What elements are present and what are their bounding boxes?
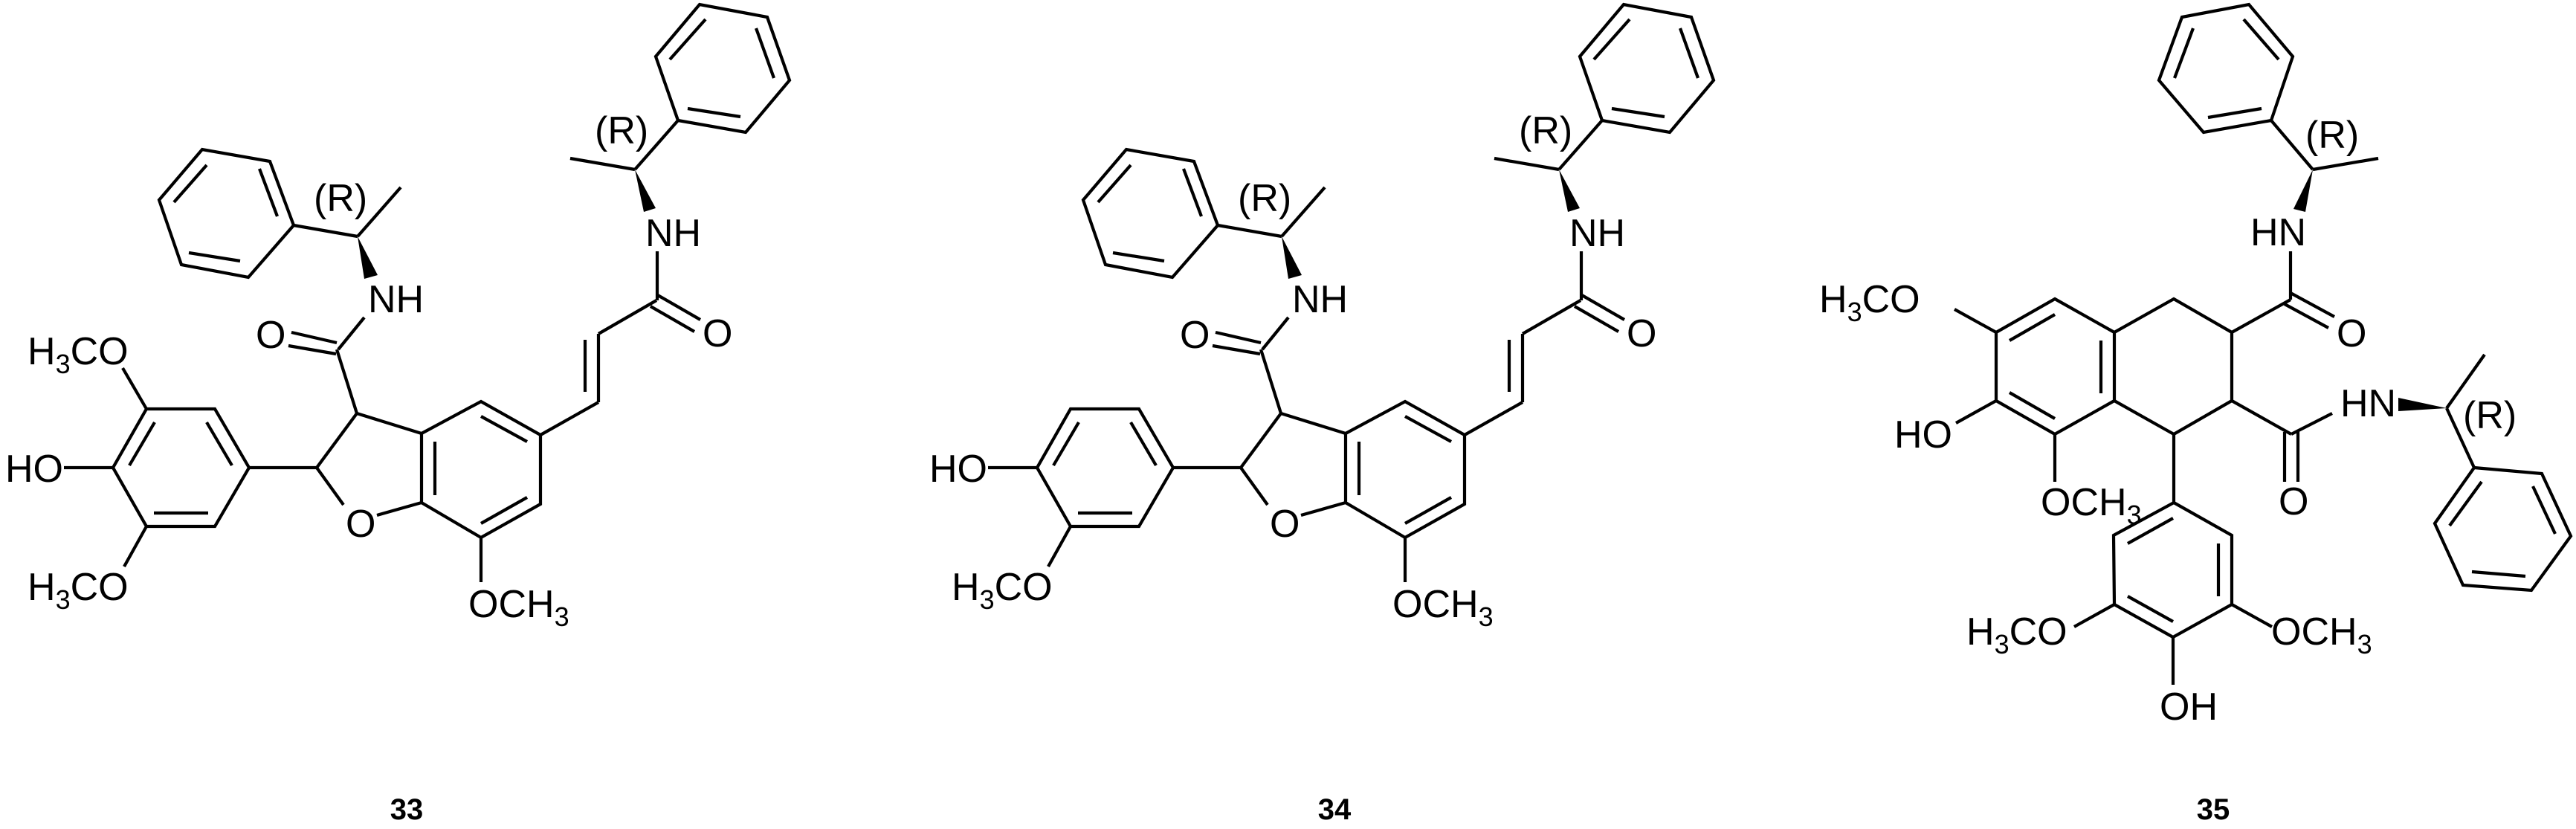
carbonyl-oxygen-right: O (1627, 312, 1656, 355)
compound-label-35: 35 (2197, 793, 2230, 826)
core-methoxy-label: OCH3 (1392, 583, 1494, 632)
compound-34: HO H3CO O OCH3 O NH (R) (929, 2, 1716, 826)
aryl-methoxy-left: H3CO (1966, 610, 2067, 659)
phenyl-ring-bottom (2433, 465, 2573, 593)
aryl-hydroxy: OH (2160, 686, 2218, 729)
phenyl-ring-left (157, 147, 296, 280)
phenyl-ring-left (1081, 147, 1220, 280)
stereo-descriptor-right: (R) (595, 109, 648, 152)
stereo-descriptor-top: (R) (2305, 114, 2359, 157)
compound-35: H3CO HO OCH3 H3CO OCH3 OH O HN (R) (1819, 2, 2573, 826)
syringyl-ring (111, 407, 251, 529)
nh-label-right: NH (645, 212, 701, 255)
carbonyl-oxygen-left: O (1180, 314, 1210, 357)
carbonyl-oxygen-bottom: O (2279, 480, 2308, 523)
aromatic-ring-a (1994, 297, 2117, 436)
hn-label-top: HN (2250, 211, 2306, 254)
core-methoxy-label: OCH3 (468, 583, 569, 632)
stereo-descriptor-left: (R) (314, 177, 367, 220)
ring-oxygen-label: O (346, 503, 375, 546)
compound-label-34: 34 (1318, 793, 1352, 826)
nh-label-right: NH (1569, 212, 1625, 255)
compound-33: H3CO HO H3CO O OCH3 O NH (R) (5, 2, 792, 826)
nh-label-left: NH (368, 278, 424, 321)
stereo-descriptor-right: (R) (1519, 109, 1572, 152)
hydroxy-label: HO (5, 448, 63, 491)
stereo-descriptor-bottom: (R) (2463, 394, 2517, 437)
hn-label-bottom: HN (2340, 382, 2396, 425)
phenyl-ring-right (1578, 2, 1716, 135)
methoxy-label: H3CO (952, 566, 1053, 615)
methoxy-label-bottom: H3CO (28, 566, 129, 615)
benzo-ring (1343, 399, 1467, 540)
hydroxy-label: HO (929, 448, 987, 491)
carbonyl-oxygen-left: O (256, 314, 285, 357)
methoxy-label-top: H3CO (28, 330, 129, 379)
nh-label-left: NH (1292, 278, 1348, 321)
methoxy-label-top: H3CO (1819, 278, 1920, 327)
phenyl-ring-right (653, 2, 792, 135)
guaiacyl-ring (1035, 407, 1175, 529)
methoxy-label-bottom: OCH3 (2041, 481, 2142, 530)
phenyl-ring-top (2157, 2, 2295, 135)
aryl-methoxy-right: OCH3 (2271, 610, 2372, 659)
ring-oxygen-label: O (1270, 503, 1300, 546)
benzo-ring (419, 399, 543, 540)
hydroxy-label: HO (1894, 413, 1952, 457)
carbonyl-oxygen-top: O (2337, 312, 2366, 355)
compound-label-33: 33 (390, 793, 424, 826)
carbonyl-oxygen-right: O (703, 312, 732, 355)
stereo-descriptor-left: (R) (1238, 177, 1291, 220)
